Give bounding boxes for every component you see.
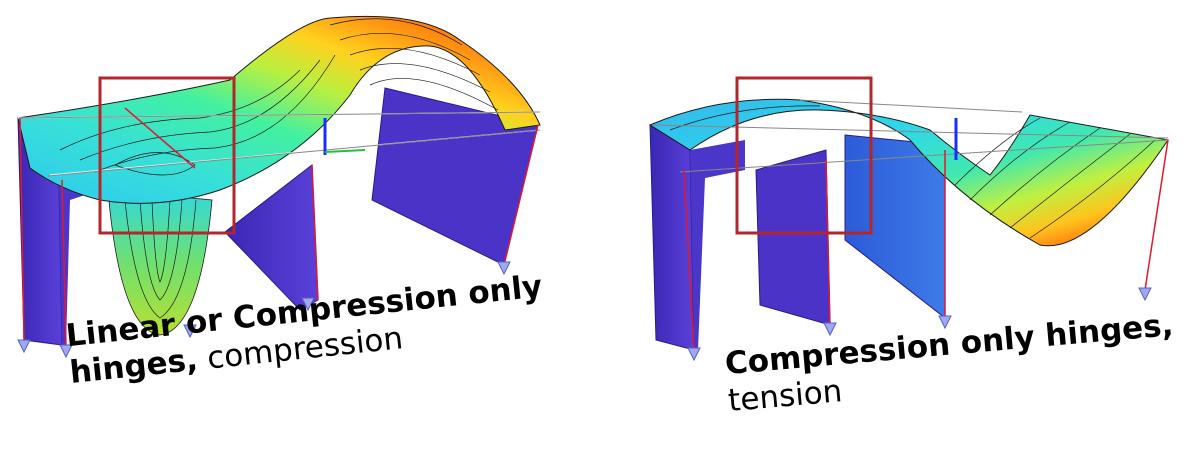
left-grid-lines bbox=[19, 111, 541, 177]
left-axis-green bbox=[324, 149, 366, 153]
right-member-lines bbox=[683, 139, 1169, 351]
left-shell-surface bbox=[17, 15, 541, 204]
left-member-lines bbox=[19, 107, 539, 346]
right-shell-surface bbox=[648, 98, 1169, 247]
left-drop-contours bbox=[124, 199, 197, 319]
left-highlight-box bbox=[98, 76, 236, 235]
right-wall-middle-1 bbox=[755, 149, 831, 326]
right-model bbox=[648, 76, 1169, 362]
right-supports bbox=[687, 287, 1152, 362]
left-wall-middle bbox=[224, 164, 319, 311]
left-model bbox=[17, 15, 541, 359]
left-supports bbox=[17, 261, 511, 359]
left-drop-deformation bbox=[107, 189, 213, 336]
right-highlight-box bbox=[735, 76, 873, 235]
left-shell-contours bbox=[59, 18, 499, 176]
right-wall-left-inner bbox=[690, 140, 745, 350]
